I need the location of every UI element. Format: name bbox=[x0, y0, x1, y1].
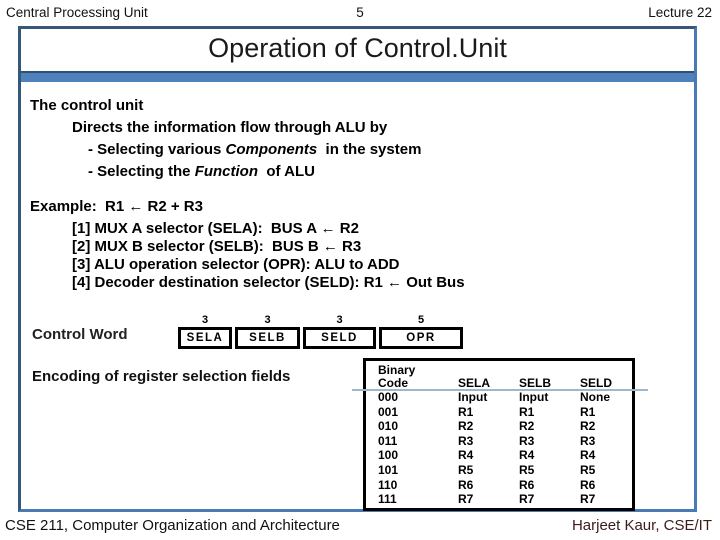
text-segment-italic: Function bbox=[194, 163, 259, 180]
course-title: Central Processing Unit bbox=[6, 5, 148, 20]
cell-seld: R3 bbox=[580, 433, 596, 448]
table-row: 000 Input Input None bbox=[366, 390, 632, 405]
cell-seld: R1 bbox=[580, 404, 596, 419]
slide-title: Operation of Control.Unit bbox=[208, 33, 507, 63]
cell-binary-code: 111 bbox=[378, 492, 397, 507]
header-binary-code: Binary Code bbox=[378, 361, 458, 390]
header-code: Code bbox=[378, 376, 408, 390]
control-word-field-seld: 3 SELD bbox=[303, 313, 376, 349]
table-header-rule bbox=[352, 389, 648, 391]
cell-binary-code: 010 bbox=[378, 419, 399, 434]
cell-binary-code: 011 bbox=[378, 433, 398, 448]
table-row: 111 R7 R7 R7 bbox=[366, 492, 632, 507]
cell-selb: R7 bbox=[519, 492, 535, 507]
cell-seld: R6 bbox=[580, 477, 596, 492]
cell-selb: R3 bbox=[519, 433, 535, 448]
example-step-4: [4] Decoder destination selector (SELD):… bbox=[72, 274, 465, 291]
cell-binary-code: 100 bbox=[378, 448, 399, 463]
control-word-field-sela: 3 SELA bbox=[178, 313, 232, 349]
table-row: 101 R5 R5 R5 bbox=[366, 463, 632, 478]
cell-sela: R6 bbox=[458, 477, 474, 492]
footer-course: CSE 211, Computer Organization and Archi… bbox=[5, 517, 340, 534]
cell-selb: Input bbox=[519, 390, 549, 404]
text-segment: - Selecting various bbox=[88, 141, 226, 158]
cell-selb: R2 bbox=[519, 419, 535, 434]
cell-selb: R4 bbox=[519, 448, 535, 463]
lecture-number: Lecture 22 bbox=[648, 5, 712, 20]
text-segment: of ALU bbox=[258, 163, 315, 180]
cell-binary-code: 001 bbox=[378, 404, 399, 419]
cell-sela: R3 bbox=[458, 433, 474, 448]
encoding-table: Binary Code SELA SELB SELD 000 Input Inp… bbox=[363, 358, 635, 511]
slide-frame bbox=[18, 26, 697, 512]
table-row: 010 R2 R2 R2 bbox=[366, 419, 632, 434]
title-accent-bar bbox=[21, 71, 694, 82]
cell-sela: R2 bbox=[458, 419, 474, 434]
body-line-control-unit: The control unit bbox=[30, 97, 144, 114]
cell-selb: R1 bbox=[519, 404, 535, 419]
footer-author: Harjeet Kaur, CSE/IT bbox=[571, 517, 712, 534]
text-segment: in the system bbox=[317, 141, 422, 158]
cell-seld: R4 bbox=[580, 448, 596, 463]
header-binary: Binary bbox=[378, 363, 416, 377]
cell-binary-code: 000 bbox=[378, 390, 399, 404]
text-segment-italic: Components bbox=[225, 141, 318, 158]
page-number: 5 bbox=[356, 5, 364, 20]
field-bit-width: 3 bbox=[264, 314, 271, 326]
cell-selb: R5 bbox=[519, 462, 535, 477]
cell-sela: Input bbox=[458, 390, 488, 404]
table-row: 100 R4 R4 R4 bbox=[366, 448, 632, 463]
example-step-3: [3] ALU operation selector (OPR): ALU to… bbox=[72, 256, 400, 273]
field-bit-width: 3 bbox=[336, 314, 343, 326]
control-word-field-selb: 3 SELB bbox=[235, 313, 300, 349]
cell-selb: R6 bbox=[519, 477, 535, 492]
body-line-selecting-function: - Selecting the Function of ALU bbox=[88, 163, 315, 180]
header-seld: SELD bbox=[580, 376, 613, 390]
header-selb: SELB bbox=[519, 376, 552, 390]
cell-sela: R5 bbox=[458, 462, 474, 477]
encoding-table-header: Binary Code SELA SELB SELD bbox=[366, 361, 632, 391]
cell-sela: R4 bbox=[458, 448, 474, 463]
cell-seld: R7 bbox=[580, 492, 596, 507]
encoding-section-label: Encoding of register selection fields bbox=[32, 368, 291, 385]
table-row: 011 R3 R3 R3 bbox=[366, 434, 632, 449]
cell-sela: R1 bbox=[458, 404, 474, 419]
cell-seld: R5 bbox=[580, 462, 596, 477]
cell-seld: R2 bbox=[580, 419, 596, 434]
control-word-register-diagram: 3 SELA 3 SELB 3 SELD 5 OPR bbox=[178, 313, 463, 349]
field-box-opr: OPR bbox=[379, 327, 463, 349]
field-bit-width: 3 bbox=[201, 314, 209, 326]
cell-seld: None bbox=[580, 390, 610, 404]
header-sela: SELA bbox=[458, 376, 491, 390]
control-word-field-opr: 5 OPR bbox=[379, 313, 463, 349]
text-segment: - Selecting the bbox=[88, 163, 195, 180]
example-step-1: [1] MUX A selector (SELA): BUS A ← R2 bbox=[72, 220, 359, 237]
cell-binary-code: 110 bbox=[378, 477, 398, 492]
cell-sela: R7 bbox=[458, 492, 474, 507]
field-box-seld: SELD bbox=[303, 327, 376, 349]
body-line-selecting-components: - Selecting various Components in the sy… bbox=[88, 141, 421, 158]
example-heading: Example: R1 ← R2 + R3 bbox=[30, 198, 203, 215]
field-bit-width: 5 bbox=[417, 314, 425, 326]
cell-binary-code: 101 bbox=[378, 462, 399, 477]
table-row: 110 R6 R6 R6 bbox=[366, 478, 632, 493]
body-line-directs: Directs the information flow through ALU… bbox=[72, 119, 388, 136]
field-box-sela: SELA bbox=[178, 327, 232, 349]
example-step-2: [2] MUX B selector (SELB): BUS B ← R3 bbox=[72, 238, 362, 255]
control-word-label: Control Word bbox=[32, 326, 128, 343]
field-box-selb: SELB bbox=[235, 327, 300, 349]
table-row: 001 R1 R1 R1 bbox=[366, 405, 632, 420]
